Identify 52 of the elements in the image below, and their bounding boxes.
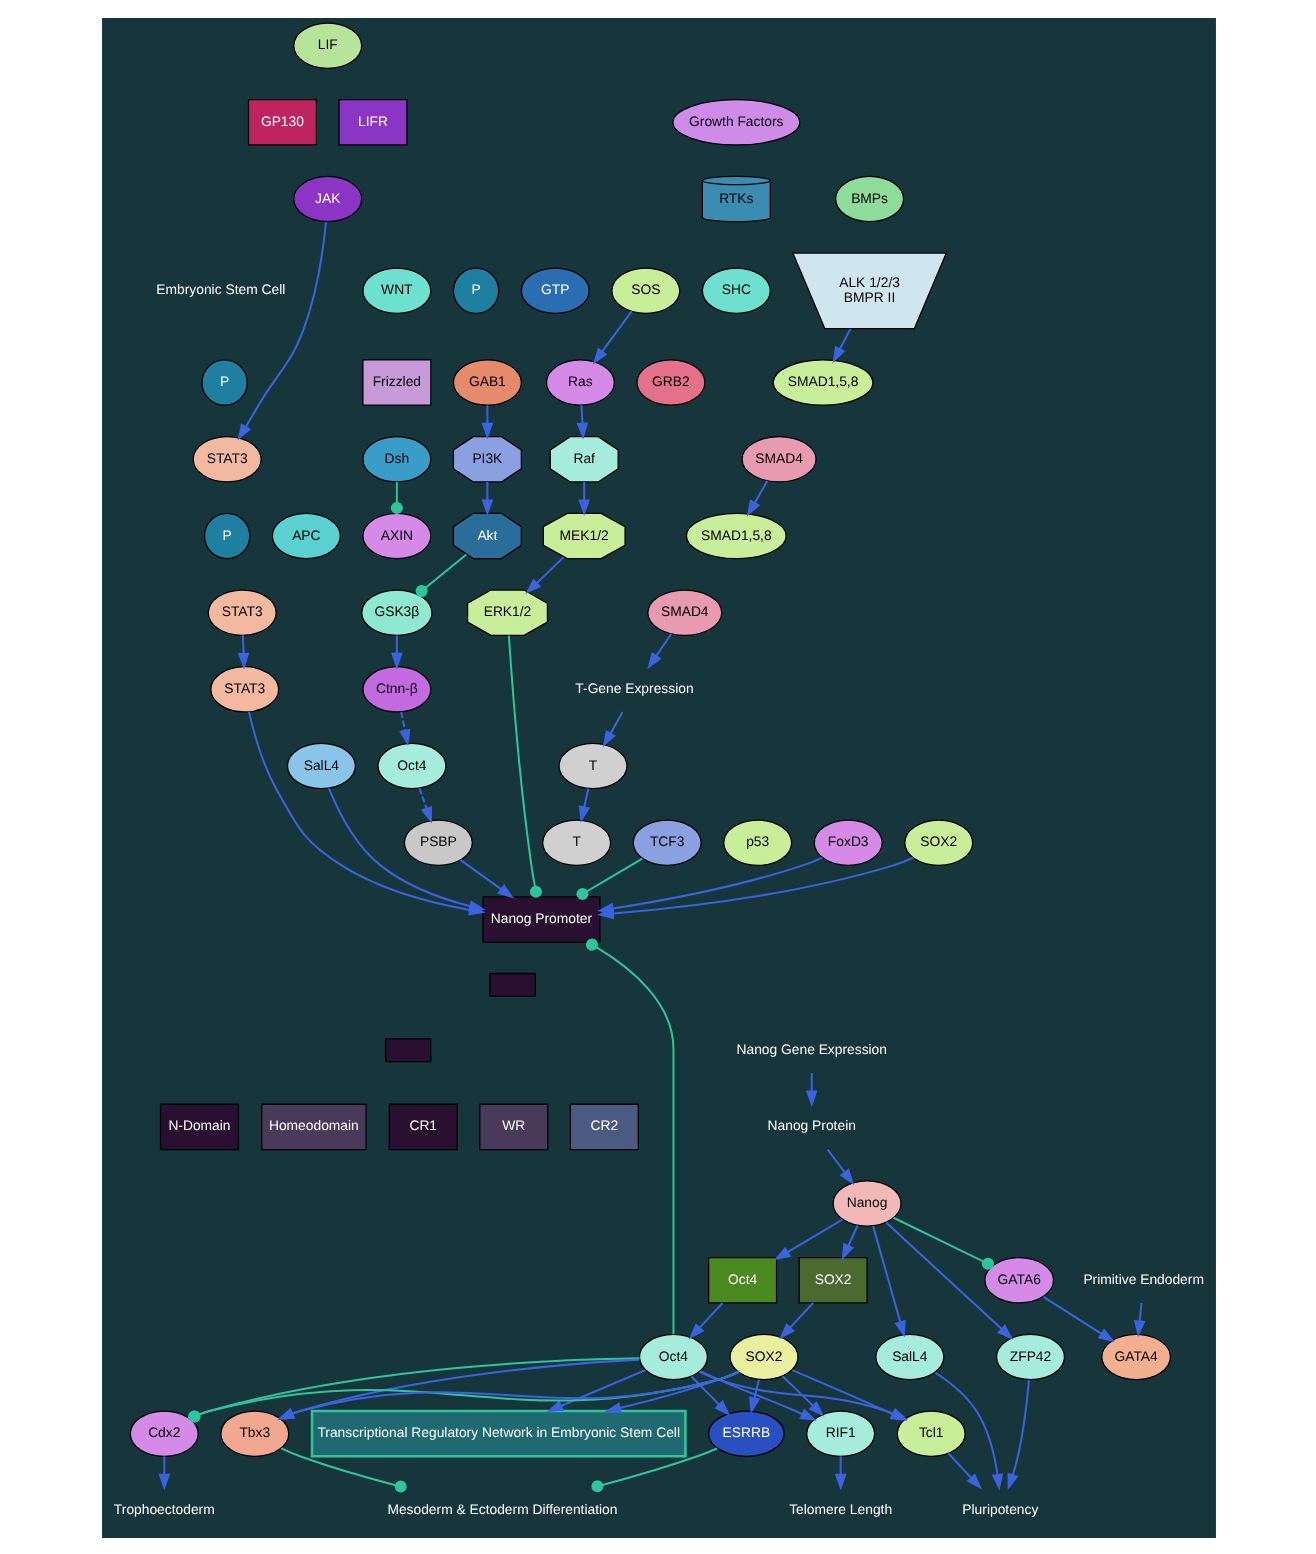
arrow xyxy=(831,327,851,363)
node-box xyxy=(488,971,535,996)
arrow xyxy=(687,1301,723,1339)
arrow xyxy=(825,1148,854,1185)
arrow xyxy=(236,634,249,669)
arrow xyxy=(804,1071,817,1106)
arrow xyxy=(933,1370,1003,1490)
arrow xyxy=(480,481,493,516)
arrow xyxy=(545,1368,645,1412)
arrow xyxy=(946,1451,982,1489)
connector xyxy=(506,634,541,897)
arrow xyxy=(646,632,672,669)
arrow xyxy=(575,404,588,439)
arrow xyxy=(603,1369,738,1413)
connector xyxy=(389,481,402,514)
connector xyxy=(892,1215,993,1269)
arrow xyxy=(1006,1378,1029,1490)
connector xyxy=(584,937,674,1334)
connector xyxy=(187,1356,639,1422)
arrow xyxy=(871,1224,905,1337)
connector xyxy=(575,856,642,899)
arrow xyxy=(772,1217,842,1260)
arrow xyxy=(1132,1301,1145,1337)
arrow xyxy=(276,1357,639,1419)
arrow xyxy=(577,481,589,516)
arrow xyxy=(601,710,623,747)
arrow xyxy=(840,1224,858,1260)
arrow xyxy=(417,787,431,823)
connector xyxy=(590,1446,717,1492)
arrow xyxy=(780,1374,824,1416)
arrow xyxy=(157,1455,170,1490)
arrow xyxy=(390,634,402,669)
arrow xyxy=(459,858,514,898)
arrow xyxy=(524,555,564,594)
node-box xyxy=(383,1037,431,1062)
arrow xyxy=(884,1220,1013,1339)
arrow xyxy=(1041,1295,1114,1342)
connector xyxy=(414,552,467,597)
connector xyxy=(187,1370,739,1422)
arrow xyxy=(591,309,632,364)
arrow xyxy=(236,220,326,440)
arrow xyxy=(745,479,768,516)
arrow xyxy=(398,710,410,746)
arrow xyxy=(276,1370,739,1419)
connector xyxy=(279,1446,406,1492)
arrow xyxy=(748,1378,760,1413)
arrow xyxy=(577,787,590,822)
arrow xyxy=(689,1374,730,1415)
arrow xyxy=(698,1369,816,1420)
arrow xyxy=(778,1301,813,1339)
arrow xyxy=(480,404,493,439)
arrow xyxy=(833,1455,846,1490)
